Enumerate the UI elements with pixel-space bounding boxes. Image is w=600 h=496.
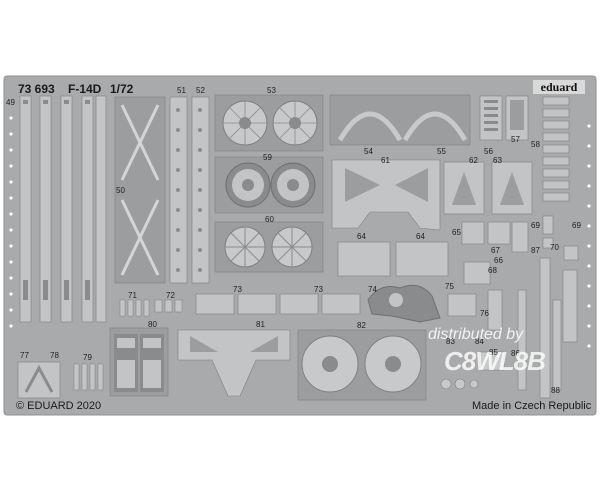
part-77-78 bbox=[17, 361, 61, 399]
aircraft-name: F-14D bbox=[68, 82, 102, 96]
part-label-64a: 64 bbox=[357, 232, 366, 241]
part-label-59: 59 bbox=[263, 153, 272, 162]
part-71-72 bbox=[119, 299, 183, 317]
part-label-69a: 69 bbox=[531, 221, 540, 230]
part-label-72: 72 bbox=[166, 291, 175, 300]
part-87-88 bbox=[517, 257, 562, 399]
part-label-50: 50 bbox=[116, 186, 125, 195]
part-label-79: 79 bbox=[83, 353, 92, 362]
fret-dots-left bbox=[9, 116, 13, 328]
part-label-53: 53 bbox=[267, 86, 276, 95]
watermark-distributed-by: distributed by bbox=[428, 326, 524, 343]
part-65-67 bbox=[461, 221, 529, 285]
copyright-text: © EDUARD 2020 bbox=[16, 400, 102, 412]
part-83-86 bbox=[440, 351, 505, 390]
part-label-81: 81 bbox=[256, 320, 265, 329]
part-80 bbox=[109, 327, 169, 397]
part-label-76: 76 bbox=[480, 309, 489, 318]
brand-logo: eduard bbox=[533, 80, 585, 94]
part-50-frames bbox=[114, 96, 166, 284]
part-74-75 bbox=[367, 284, 477, 323]
part-49-details bbox=[23, 100, 90, 300]
part-label-73a: 73 bbox=[233, 285, 242, 294]
part-label-70: 70 bbox=[550, 243, 559, 252]
part-label-75: 75 bbox=[445, 282, 454, 291]
part-label-77: 77 bbox=[20, 351, 29, 360]
part-label-66: 66 bbox=[494, 256, 503, 265]
part-label-82: 82 bbox=[357, 321, 366, 330]
part-label-52: 52 bbox=[196, 86, 205, 95]
part-51-52-holes bbox=[176, 108, 202, 272]
part-64 bbox=[337, 241, 449, 277]
part-label-49: 49 bbox=[6, 98, 15, 107]
watermark-logo: C8WL8B bbox=[444, 346, 546, 376]
part-60-wheels bbox=[214, 221, 324, 273]
part-label-74: 74 bbox=[368, 285, 377, 294]
part-label-88: 88 bbox=[551, 386, 560, 395]
origin-text: Made in Czech Republic bbox=[472, 400, 592, 412]
part-label-84: 84 bbox=[475, 337, 484, 346]
part-label-56: 56 bbox=[484, 147, 493, 156]
part-label-61: 61 bbox=[381, 156, 390, 165]
part-62-63 bbox=[443, 161, 533, 215]
set-number: 73 693 bbox=[18, 82, 55, 96]
part-label-73b: 73 bbox=[314, 285, 323, 294]
part-73 bbox=[195, 293, 361, 315]
part-label-68: 68 bbox=[488, 266, 497, 275]
part-69-70 bbox=[542, 215, 579, 343]
part-label-67: 67 bbox=[491, 246, 500, 255]
part-79 bbox=[73, 363, 104, 391]
part-61-panel bbox=[331, 159, 441, 231]
part-label-58: 58 bbox=[531, 140, 540, 149]
arch-parts bbox=[329, 94, 471, 146]
part-76 bbox=[487, 289, 503, 331]
fret-dots-right bbox=[587, 124, 591, 348]
part-49-strips bbox=[19, 95, 107, 323]
part-81 bbox=[177, 329, 291, 397]
part-label-64b: 64 bbox=[416, 232, 425, 241]
part-58-plates bbox=[542, 96, 570, 202]
part-label-83: 83 bbox=[446, 337, 455, 346]
part-label-65: 65 bbox=[452, 228, 461, 237]
part-label-60: 60 bbox=[265, 215, 274, 224]
scale-label: 1/72 bbox=[110, 82, 134, 96]
part-label-57: 57 bbox=[511, 135, 520, 144]
part-label-80: 80 bbox=[148, 320, 157, 329]
part-label-62: 62 bbox=[469, 156, 478, 165]
part-label-71: 71 bbox=[128, 291, 137, 300]
part-label-54: 54 bbox=[364, 147, 373, 156]
part-label-78: 78 bbox=[50, 351, 59, 360]
part-label-86: 86 bbox=[511, 349, 520, 358]
part-label-55: 55 bbox=[437, 147, 446, 156]
part-label-69b: 69 bbox=[572, 221, 581, 230]
part-59-disks bbox=[214, 156, 324, 214]
part-label-87: 87 bbox=[531, 246, 540, 255]
part-label-85: 85 bbox=[489, 348, 498, 357]
part-label-63: 63 bbox=[493, 156, 502, 165]
part-56-57 bbox=[479, 95, 529, 141]
part-82 bbox=[297, 329, 427, 401]
part-53-fans bbox=[214, 94, 324, 152]
part-label-51: 51 bbox=[177, 86, 186, 95]
